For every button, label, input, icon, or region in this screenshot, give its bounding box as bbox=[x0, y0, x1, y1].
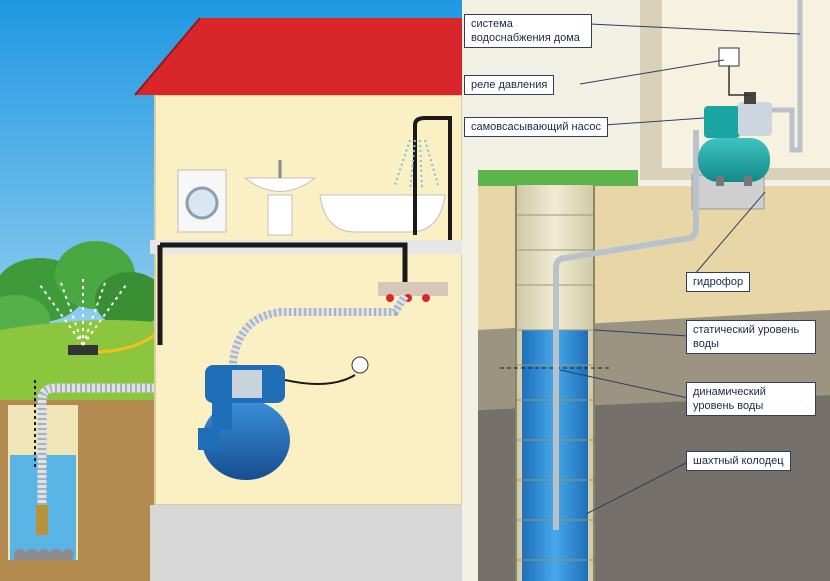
leader-lines bbox=[559, 23, 801, 515]
pressure-relay-box bbox=[718, 47, 740, 67]
label-shaft-well: шахтный колодец bbox=[686, 451, 791, 471]
house bbox=[134, 17, 463, 581]
grass-strip bbox=[478, 170, 638, 186]
label-static-water-level: статический уровень воды bbox=[686, 320, 816, 354]
left-well bbox=[8, 380, 215, 560]
label-hydrophore: гидрофор bbox=[686, 272, 751, 292]
hydrophore-tank bbox=[698, 138, 770, 186]
trees bbox=[0, 241, 165, 345]
lawn bbox=[0, 320, 200, 400]
label-dynamic-water-level: динамический уровень воды bbox=[686, 382, 816, 416]
label-water-supply-system: система водоснабжения дома bbox=[464, 14, 592, 48]
left-panel bbox=[0, 0, 463, 581]
suction-pipe bbox=[553, 130, 699, 530]
label-self-priming-pump: самовсасывающий насос bbox=[464, 117, 608, 137]
supply-pipe bbox=[772, 0, 803, 153]
label-pressure-relay: реле давления bbox=[464, 75, 555, 95]
